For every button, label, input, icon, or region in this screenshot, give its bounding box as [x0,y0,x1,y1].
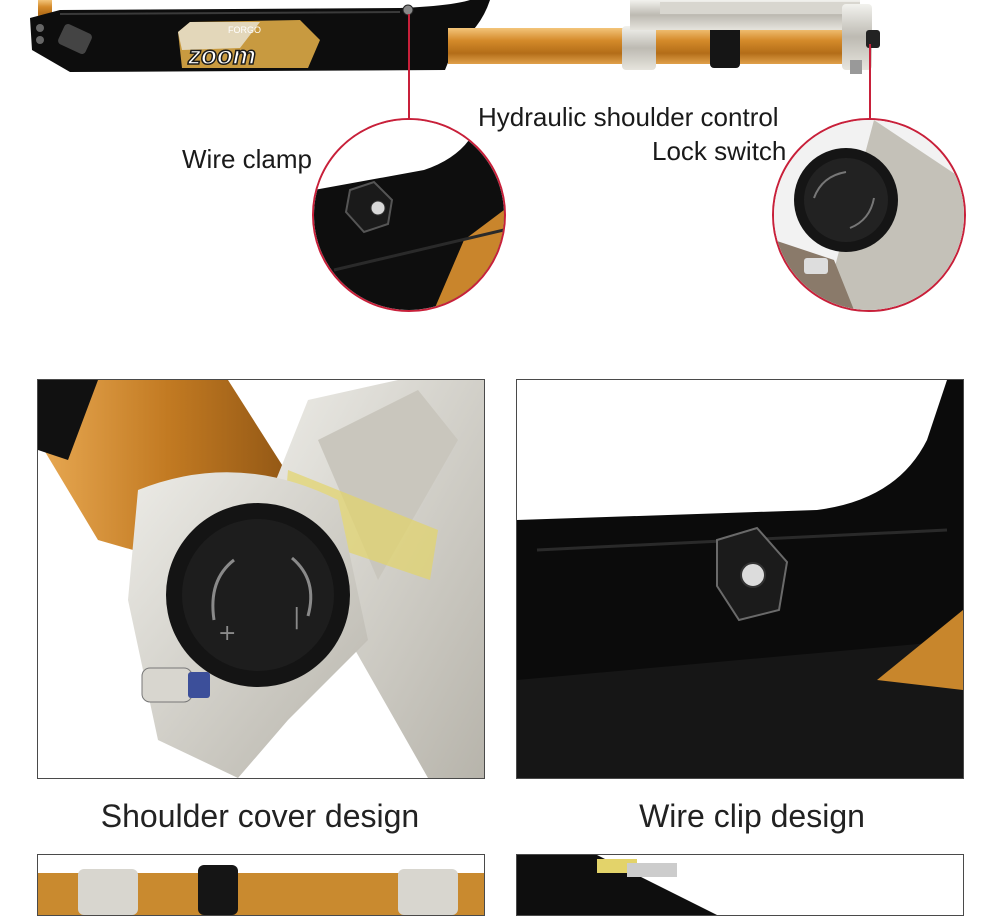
svg-text:+: + [218,621,236,646]
wire-clip-caption: Wire clip design [639,798,865,834]
wire-clamp-label: Wire clamp [182,144,313,174]
lock-switch-leader [869,44,871,120]
wire-clip-photo [516,379,964,779]
lock-switch-label: Lock switch [652,136,787,166]
fork-brand-logo: zoom [187,40,256,70]
shoulder-cover-photo: + | [37,379,485,779]
wire-clamp-zoom-circle [312,118,506,312]
fork-sub-logo: FORGO [228,25,261,35]
bottom-left-photo [37,854,485,916]
hydraulic-control-label: Hydraulic shoulder control [478,102,779,132]
svg-text:|: | [293,605,300,630]
fork-overview-image: zoom FORGO [30,0,880,74]
wire-clamp-leader [408,14,410,120]
lock-switch-zoom-circle [772,118,966,312]
bottom-right-photo [516,854,964,916]
shoulder-cover-caption: Shoulder cover design [100,798,420,834]
